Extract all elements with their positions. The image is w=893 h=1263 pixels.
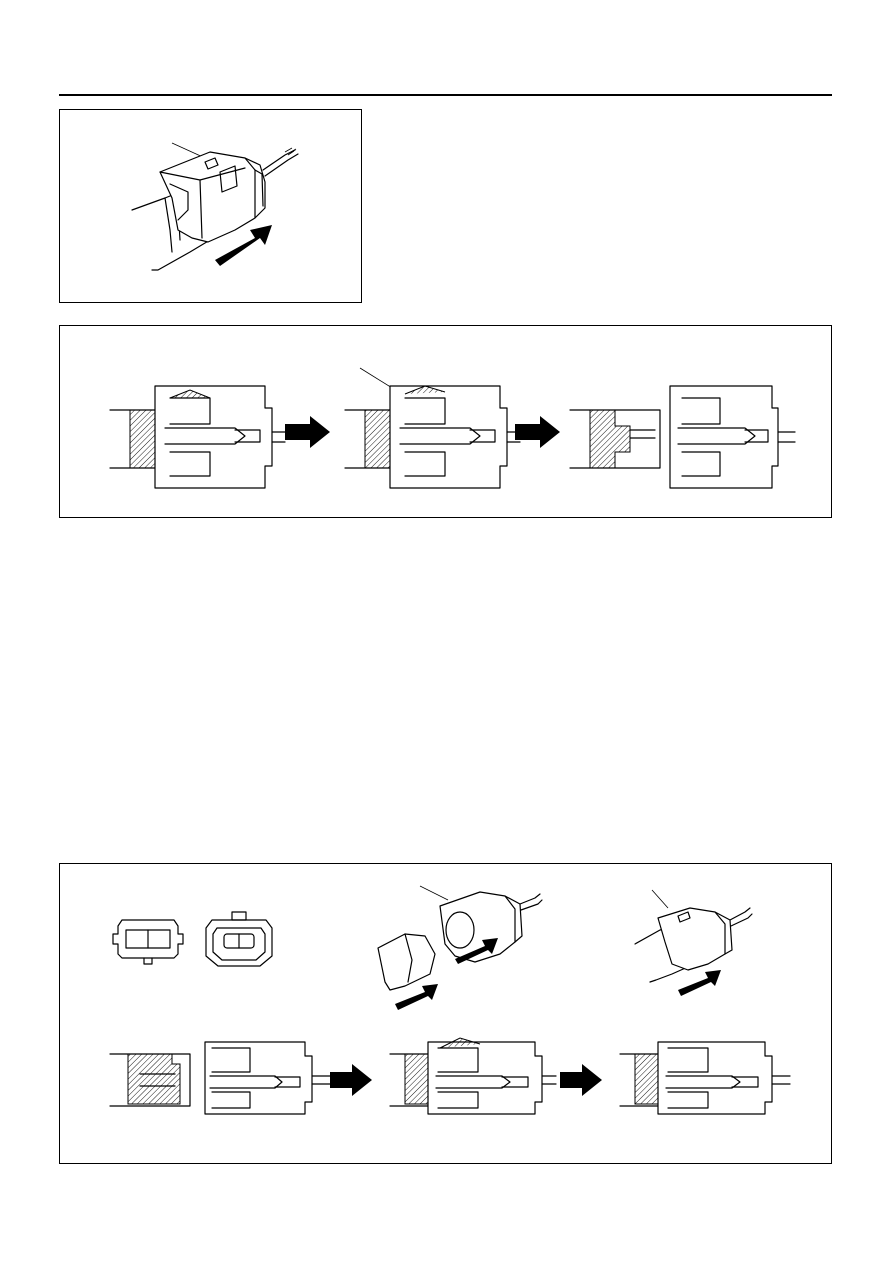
wire-harness — [262, 149, 296, 171]
connection-sequence-drawing — [109, 885, 791, 1115]
arrow-diagonal-down-icon — [678, 970, 721, 996]
leader-line — [171, 142, 206, 159]
arrow-right-icon — [515, 416, 560, 448]
connector-face-male — [112, 919, 184, 965]
mating-connector-edge — [164, 197, 173, 253]
section-step-1 — [109, 385, 286, 489]
arrow-diagonal-up-icon — [395, 984, 438, 1010]
lock-window — [204, 157, 219, 170]
connector-perspective-drawing — [131, 142, 299, 271]
cross-section-sequence — [109, 367, 796, 489]
arrow-diagonal-down-icon — [455, 938, 498, 964]
section-inserting — [389, 1037, 557, 1115]
figure-lock-release-sequence — [59, 325, 832, 518]
arrow-diagonal-up-icon — [215, 225, 272, 266]
figure-connector-disconnect — [59, 109, 362, 303]
connector-face-female — [205, 911, 273, 967]
section-locked — [619, 1041, 791, 1115]
header-rule — [59, 94, 832, 96]
arrow-right-icon — [285, 416, 330, 448]
connector-approach-perspective — [377, 885, 543, 1010]
connector-connected-perspective — [634, 889, 753, 996]
arrow-right-icon — [560, 1064, 602, 1096]
section-step-2 — [344, 385, 521, 489]
connector-housing — [159, 151, 256, 243]
figure-connection-sequence — [59, 863, 832, 1164]
arrow-right-icon — [330, 1064, 372, 1096]
section-step-3 — [569, 385, 796, 489]
section-open — [109, 1041, 331, 1115]
